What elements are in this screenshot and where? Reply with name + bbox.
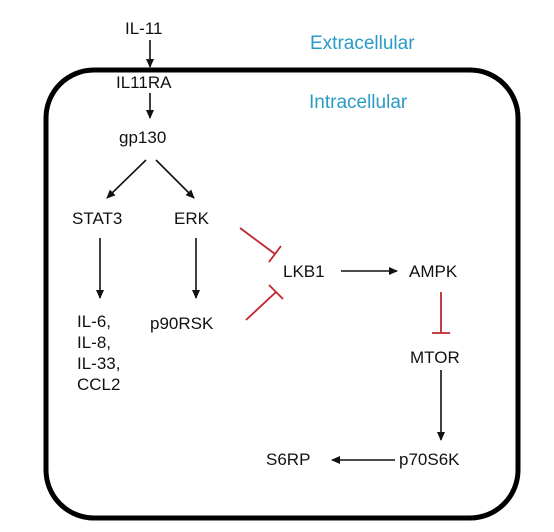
node-cytokines: IL-6, IL-8, IL-33, CCL2 (77, 311, 120, 395)
edge-ampk-inhibits-mtor (432, 292, 450, 334)
node-lkb1: LKB1 (283, 262, 325, 281)
node-gp130: gp130 (119, 128, 167, 147)
cell-membrane-border (43, 67, 521, 521)
cytokine-il6: IL-6, (77, 312, 112, 331)
node-p70s6k: p70S6K (399, 450, 460, 469)
node-ampk: AMPK (409, 262, 458, 281)
node-il11ra: IL11RA (116, 73, 172, 92)
edge-erk-inhibits-lkb1 (239, 227, 282, 263)
edge-p90rsk-inhibits-lkb1 (245, 284, 284, 321)
node-s6rp: S6RP (266, 450, 311, 469)
cytokine-il8: IL-8, (77, 333, 112, 352)
node-il11: IL-11 (125, 19, 163, 38)
edge-gp130-to-erk (155, 159, 195, 199)
node-p90rsk: p90RSK (150, 314, 214, 333)
cytokine-ccl2: CCL2 (77, 375, 121, 394)
node-mtor: MTOR (410, 348, 460, 367)
cytokine-il33: IL-33, (77, 354, 121, 373)
node-stat3: STAT3 (72, 209, 123, 228)
edge-gp130-to-stat3 (106, 159, 147, 199)
extracellular-label: Extracellular (310, 33, 415, 54)
node-erk: ERK (174, 209, 209, 228)
intracellular-label: Intracellular (309, 92, 408, 113)
